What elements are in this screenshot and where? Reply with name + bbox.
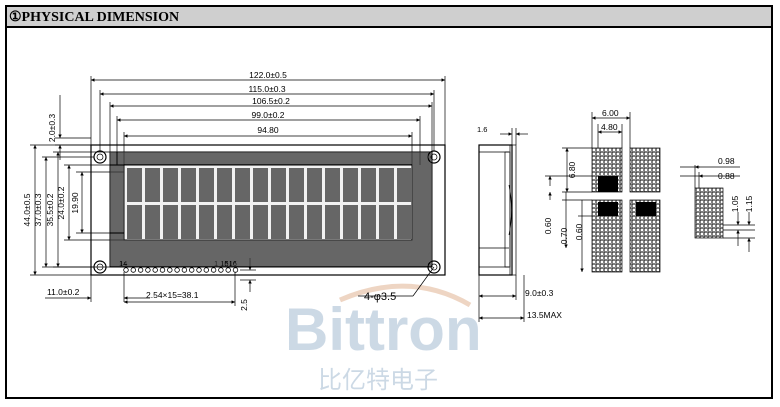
character-cell <box>271 168 286 202</box>
character-cell <box>379 168 394 202</box>
pin-pad <box>123 267 129 273</box>
pin-pad <box>225 267 231 273</box>
dim-char-gap: 0.60 <box>543 217 553 234</box>
dim-overall-width: 122.0±0.5 <box>249 70 287 80</box>
dim-dot-pitch-v: 1.05 <box>730 195 740 212</box>
pin1-label: 14 <box>119 259 127 268</box>
dim-char-gap2: 0.60 <box>574 223 584 240</box>
dim-side-depth: 9.0±0.3 <box>525 288 554 298</box>
pin-header <box>123 267 239 273</box>
character-cell <box>271 205 286 239</box>
left-dimensions: 2.0±0.3 44.0±0.5 37.0±0.3 35.5±0.2 24.0±… <box>22 95 124 276</box>
character-cell <box>397 168 412 202</box>
pin-pad <box>188 267 195 273</box>
pin-pad <box>203 267 209 273</box>
pin-pad <box>210 267 217 273</box>
dim-hole-diameter: 4-φ3.5 <box>364 291 396 303</box>
pin-pad <box>152 267 158 273</box>
dim-hole-pitch-height: 37.0±0.3 <box>33 193 43 226</box>
character-cell <box>235 168 250 202</box>
dim-dot-pitch: 0.98 <box>718 156 735 166</box>
section-header: ①PHYSICAL DIMENSION <box>7 7 771 28</box>
pin-pad <box>130 267 136 273</box>
pcb-outline <box>90 144 446 276</box>
side-view: 1.6 9.0±0.3 13.5MAX <box>477 125 562 322</box>
dim-side-max: 13.5MAX <box>527 310 562 320</box>
character-cell <box>163 205 178 239</box>
character-cell <box>127 205 142 239</box>
dim-view-height: 24.0±0.2 <box>56 186 66 219</box>
character-cell <box>325 205 340 239</box>
bottom-dimensions: 11.0±0.2 2.54×15=38.1 2.5 4-φ3.5 <box>45 258 435 311</box>
character-cell <box>199 205 214 239</box>
dim-char-pitch: 4.80 <box>601 122 618 132</box>
character-cell <box>307 205 322 239</box>
character-cell <box>253 168 268 202</box>
dim-view-width: 99.0±0.2 <box>251 110 284 120</box>
mount-hole-tl <box>93 150 107 164</box>
character-cell <box>379 205 394 239</box>
watermark-swoosh <box>339 283 472 308</box>
character-cell <box>343 205 358 239</box>
character-cell <box>325 168 340 202</box>
character-cell <box>163 168 178 202</box>
character-cell <box>397 205 412 239</box>
dim-pin-pitch: 2.54×15=38.1 <box>146 290 199 300</box>
dim-line-pitch: 0.70 <box>559 227 569 244</box>
dim-dot-size-v: 1.15 <box>744 195 754 212</box>
character-cell <box>217 205 232 239</box>
dim-pin-height: 2.5 <box>239 299 249 311</box>
top-dimensions: 122.0±0.5 115.0±0.3 106.5±0.2 99.0±0.2 9… <box>90 70 446 165</box>
character-cell <box>145 205 160 239</box>
dot-detail: 0.98 0.88 1.05 1.15 <box>680 156 755 252</box>
dim-dot-size: 0.88 <box>718 171 735 181</box>
dim-bezel-height: 35.5±0.2 <box>45 193 55 226</box>
dim-char-height: 6.80 <box>567 161 577 178</box>
dim-active-width: 94.80 <box>257 125 279 135</box>
dim-active-height: 19.90 <box>70 192 80 214</box>
character-cell <box>289 168 304 202</box>
character-cell <box>145 168 160 202</box>
dim-top-margin: 2.0±0.3 <box>47 114 57 143</box>
side-body <box>478 144 513 276</box>
dim-side-thickness: 1.6 <box>477 125 487 134</box>
watermark-chinese: 比亿特电子 <box>318 366 438 394</box>
pin-pad <box>159 267 166 273</box>
character-cell <box>361 168 376 202</box>
dim-overall-height: 44.0±0.5 <box>22 193 32 226</box>
dim-hole-pitch-width: 115.0±0.3 <box>248 84 285 94</box>
character-cell <box>307 168 322 202</box>
pin-pad <box>174 267 180 273</box>
character-cells <box>127 168 412 239</box>
character-cell <box>181 205 196 239</box>
character-cell <box>235 205 250 239</box>
pin-pad <box>145 267 151 273</box>
pin-pad <box>232 267 239 273</box>
character-cell <box>127 168 142 202</box>
pin-pad <box>218 267 224 273</box>
character-detail: 6.00 4.80 6.80 0.60 0.70 0.60 <box>543 108 661 273</box>
mount-hole-br <box>427 260 441 274</box>
section-title: ①PHYSICAL DIMENSION <box>9 10 180 25</box>
character-cell <box>343 168 358 202</box>
character-cell <box>199 168 214 202</box>
dim-bezel-width: 106.5±0.2 <box>252 96 290 106</box>
character-cell <box>289 205 304 239</box>
pin-end-label: 1 1516 <box>214 259 237 268</box>
dim-char-width: 6.00 <box>602 108 619 118</box>
character-cell <box>181 168 196 202</box>
pin-pad <box>181 267 188 273</box>
dim-pin-offset: 11.0±0.2 <box>47 287 80 297</box>
character-cell <box>253 205 268 239</box>
watermark-logo: Bittron <box>285 296 482 363</box>
pin-pad <box>196 267 202 273</box>
pin-pad <box>137 267 144 273</box>
module-front-view: 14 1 1516 <box>90 144 446 276</box>
pin-pad <box>167 267 173 273</box>
character-cell <box>361 205 376 239</box>
character-cell <box>217 168 232 202</box>
